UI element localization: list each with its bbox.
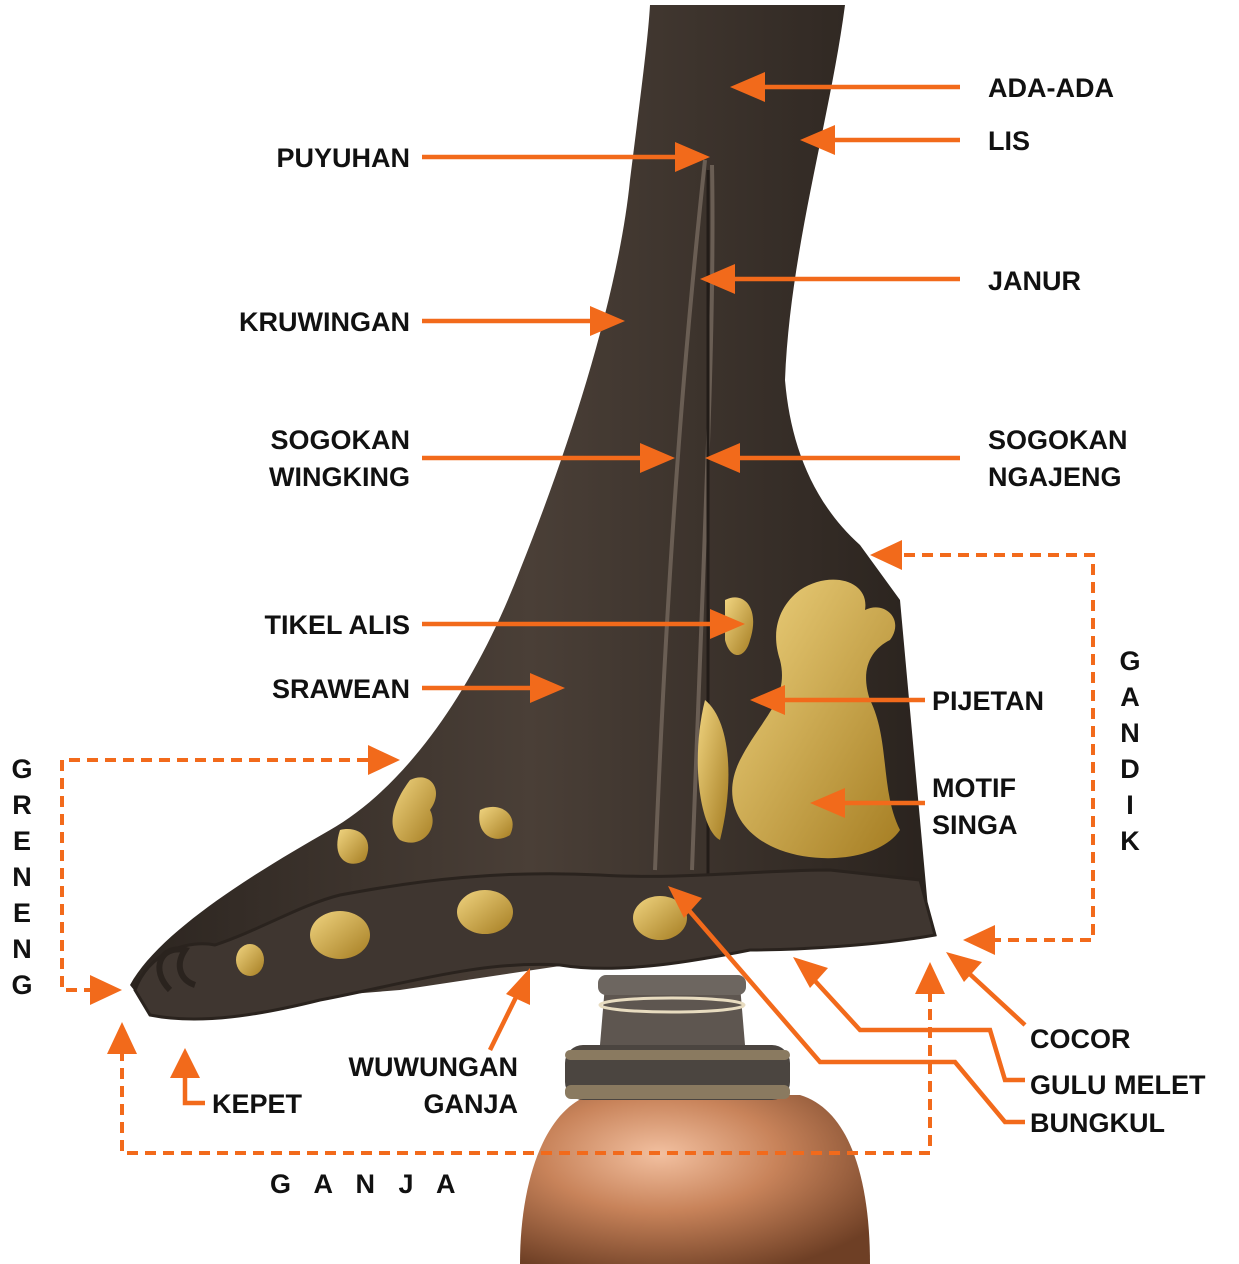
greneng-letter: G bbox=[11, 754, 32, 784]
gandik-letter: G bbox=[1119, 646, 1140, 676]
gandik-letter: D bbox=[1120, 754, 1140, 784]
label-pijetan: PIJETAN bbox=[932, 686, 1044, 716]
label-ada-ada: ADA-ADA bbox=[988, 73, 1114, 103]
label-motif-singa-1: MOTIF bbox=[932, 773, 1016, 803]
greneng-letter: E bbox=[13, 826, 31, 856]
greneng-letter: E bbox=[13, 898, 31, 928]
label-janur: JANUR bbox=[988, 266, 1081, 296]
label-gandik: G A N D I K bbox=[1119, 646, 1140, 856]
label-sogokan-ngajeng-2: NGAJENG bbox=[988, 462, 1122, 492]
greneng-letter: N bbox=[12, 862, 32, 892]
label-cocor: COCOR bbox=[1030, 1024, 1131, 1054]
label-sogokan-wingking-2: WINGKING bbox=[269, 462, 410, 492]
label-kepet: KEPET bbox=[212, 1089, 303, 1119]
label-lis: LIS bbox=[988, 126, 1030, 156]
label-bungkul: BUNGKUL bbox=[1030, 1108, 1165, 1138]
label-gulu-melet: GULU MELET bbox=[1030, 1070, 1206, 1100]
greneng-letter: R bbox=[12, 790, 32, 820]
label-ganja: G A N J A bbox=[270, 1169, 464, 1199]
greneng-letter: G bbox=[11, 970, 32, 1000]
gandik-letter: K bbox=[1120, 826, 1140, 856]
label-puyuhan: PUYUHAN bbox=[276, 143, 410, 173]
label-srawean: SRAWEAN bbox=[272, 674, 410, 704]
label-kruwingan: KRUWINGAN bbox=[239, 307, 410, 337]
label-sogokan-wingking-1: SOGOKAN bbox=[270, 425, 410, 455]
gandik-letter: I bbox=[1126, 790, 1134, 820]
gandik-letter: A bbox=[1120, 682, 1140, 712]
label-motif-singa-2: SINGA bbox=[932, 810, 1018, 840]
label-sogokan-ngajeng-1: SOGOKAN bbox=[988, 425, 1128, 455]
gandik-letter: N bbox=[1120, 718, 1140, 748]
label-wuwungan-ganja-1: WUWUNGAN bbox=[349, 1052, 518, 1082]
label-tikel-alis: TIKEL ALIS bbox=[264, 610, 410, 640]
handle bbox=[520, 975, 870, 1264]
label-greneng: G R E N E N G bbox=[11, 754, 32, 1000]
label-wuwungan-ganja-2: GANJA bbox=[423, 1089, 518, 1119]
greneng-letter: N bbox=[12, 934, 32, 964]
